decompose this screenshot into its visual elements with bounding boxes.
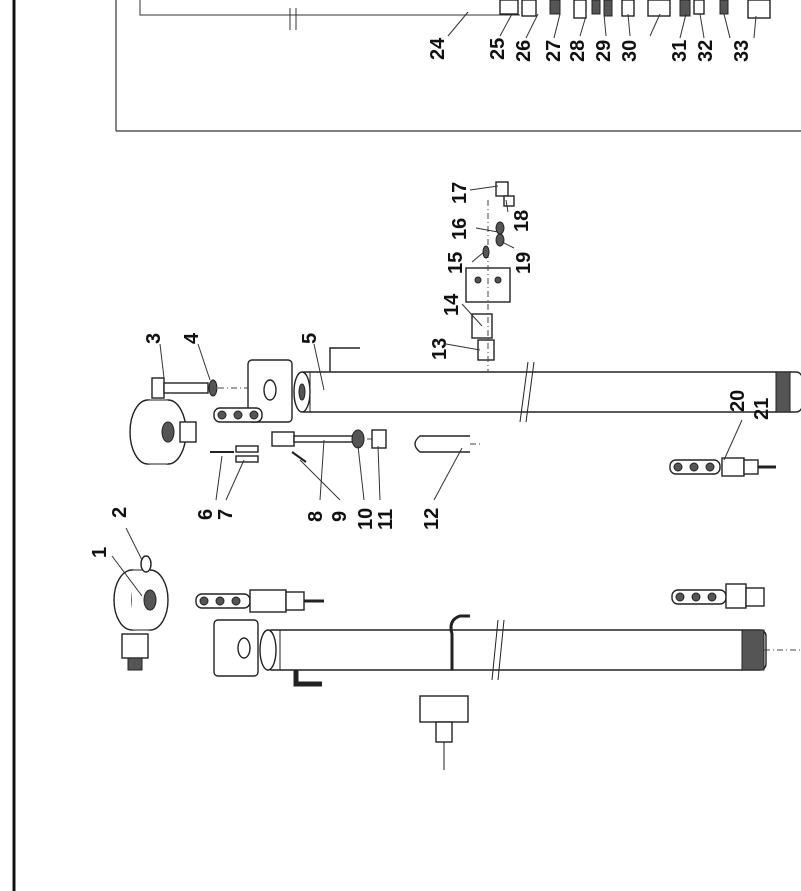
label-27: 27 [543,40,565,62]
bolt [151,377,209,399]
label-9: 9 [329,511,351,522]
inset-small-parts [499,0,771,19]
label-26: 26 [513,40,535,62]
washer-lower [140,555,152,573]
label-17: 17 [449,182,471,204]
drive-hub [121,633,149,671]
pulley-upper [129,399,197,465]
label-18: 18 [511,210,533,232]
end-block-lower [213,619,259,677]
roller-tube-lower [259,614,801,687]
label-12: 12 [421,508,443,530]
label-33: 33 [731,40,753,62]
end-block [247,359,293,423]
label-32: 32 [695,40,717,62]
label-16: 16 [449,218,471,240]
label-21: 21 [751,398,773,420]
label-28: 28 [567,40,589,62]
label-25: 25 [487,38,509,60]
label-31: 31 [669,40,691,62]
label-20: 20 [727,390,749,412]
label-15: 15 [445,252,467,274]
label-6: 6 [195,509,217,520]
label-7: 7 [215,509,237,520]
part-labels: 1 2 3 4 5 6 7 8 9 10 11 12 13 14 15 16 1… [89,37,773,558]
label-10: 10 [355,508,377,530]
label-14: 14 [441,293,463,316]
label-19: 19 [513,252,535,274]
chain-lower-right [671,583,765,609]
leader-lines [111,185,743,597]
label-11: 11 [375,509,397,530]
u-bolt [414,435,470,453]
label-24: 24 [427,37,449,60]
label-8: 8 [305,511,327,522]
label-1: 1 [89,547,111,558]
label-5: 5 [299,333,321,344]
label-30: 30 [619,40,641,62]
axle-shaft [271,429,387,463]
roller-tube-upper [293,347,801,423]
label-4: 4 [181,332,203,344]
washer [208,379,218,397]
label-3: 3 [143,333,165,344]
mount-bracket-lower [419,695,469,770]
label-29: 29 [593,40,615,62]
chain-assembly-right [669,457,776,477]
label-2: 2 [109,507,131,518]
mount-bracket [465,181,515,372]
chain-lower-left [195,589,324,613]
top-inset-box [115,0,801,132]
pulley-lower [113,569,169,631]
inset-leaders [447,11,757,39]
chain-segment [210,407,263,463]
label-13: 13 [429,338,451,360]
